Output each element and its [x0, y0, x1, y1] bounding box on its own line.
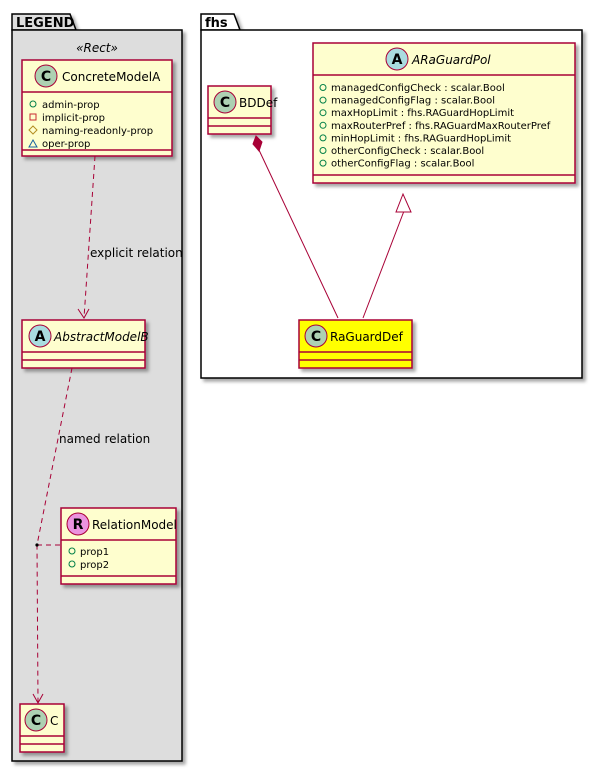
- class-name: ARaGuardPol: [411, 53, 491, 67]
- public-visibility-icon: [68, 560, 76, 568]
- attribute: oper-prop: [42, 139, 90, 150]
- svg-text:R: R: [73, 517, 84, 533]
- attribute: maxRouterPref : fhs.RAGuardMaxRouterPref: [331, 121, 551, 132]
- public-visibility-icon: [319, 159, 327, 167]
- composition-relation: [252, 135, 339, 319]
- attribute: minHopLimit : fhs.RAGuardHopLimit: [331, 133, 511, 144]
- public-visibility-icon: [319, 147, 327, 154]
- svg-text:C: C: [31, 713, 41, 729]
- relation-kind-icon: [66, 512, 90, 536]
- public-visibility-icon: [68, 547, 76, 555]
- c-class[interactable]: C C: [19, 703, 65, 753]
- public-visibility-icon: [319, 96, 327, 104]
- class-name: AbstractModelB: [53, 330, 149, 344]
- public-visibility-icon: [319, 109, 327, 117]
- explicit-relation-arrow: explicit relation: [77, 155, 183, 319]
- bddef-class[interactable]: C BDDef: [207, 85, 278, 135]
- svg-text:C: C: [220, 95, 230, 111]
- class-kind-icon: [213, 90, 237, 114]
- fhs-package-title: fhs: [205, 16, 228, 31]
- composition-diamond-icon: [252, 135, 263, 152]
- araguardpol-class[interactable]: A ARaGuardPol managedConfigCheck : scala…: [312, 42, 576, 184]
- attribute: otherConfigFlag : scalar.Bool: [331, 159, 474, 170]
- inheritance-triangle-icon: [395, 192, 412, 213]
- attribute: naming-readonly-prop: [42, 126, 153, 137]
- public-visibility-icon: [29, 100, 37, 108]
- concrete-model-a-class[interactable]: C ConcreteModelA admin-prop implicit-pro…: [21, 59, 173, 157]
- public-visibility-icon: [319, 84, 327, 91]
- class-name: BDDef: [239, 96, 278, 110]
- abstract-kind-icon: [28, 324, 52, 348]
- svg-text:C: C: [41, 69, 51, 85]
- named-relation-arrow: named relation: [32, 367, 150, 705]
- svg-text:A: A: [392, 52, 403, 68]
- class-kind-icon: [304, 324, 328, 348]
- protected-visibility-icon: [28, 125, 38, 135]
- abstract-kind-icon: [385, 47, 409, 71]
- inheritance-relation: [362, 192, 412, 319]
- attribute: managedConfigCheck : scalar.Bool: [331, 83, 505, 94]
- attribute: prop2: [80, 560, 109, 571]
- attribute: otherConfigCheck : scalar.Bool: [331, 146, 484, 157]
- legend-package-title: LEGEND: [16, 16, 75, 31]
- package-visibility-icon: [28, 138, 38, 148]
- legend-stereotype: «Rect»: [76, 41, 118, 55]
- public-visibility-icon: [319, 121, 327, 129]
- attribute: admin-prop: [42, 100, 100, 111]
- class-name: RelationModel: [92, 518, 177, 532]
- explicit-relation-label: explicit relation: [90, 246, 183, 260]
- relation-model-class[interactable]: R RelationModel prop1 prop2: [60, 507, 177, 585]
- public-visibility-icon: [319, 134, 327, 142]
- class-name: RaGuardDef: [330, 330, 404, 344]
- named-relation-label: named relation: [59, 432, 150, 446]
- attribute: prop1: [80, 547, 109, 558]
- svg-text:A: A: [35, 329, 46, 345]
- class-name: C: [50, 714, 58, 728]
- attribute: implicit-prop: [42, 113, 105, 124]
- abstract-model-b-class[interactable]: A AbstractModelB: [21, 319, 149, 369]
- class-kind-icon: [34, 64, 58, 88]
- class-kind-icon: [24, 708, 48, 732]
- class-name: ConcreteModelA: [62, 70, 161, 84]
- svg-text:C: C: [311, 329, 321, 345]
- attribute: maxHopLimit : fhs.RAGuardHopLimit: [331, 108, 514, 119]
- private-visibility-icon: [29, 113, 37, 121]
- attribute: managedConfigFlag : scalar.Bool: [331, 96, 495, 107]
- raguarddef-class[interactable]: C RaGuardDef: [298, 319, 413, 369]
